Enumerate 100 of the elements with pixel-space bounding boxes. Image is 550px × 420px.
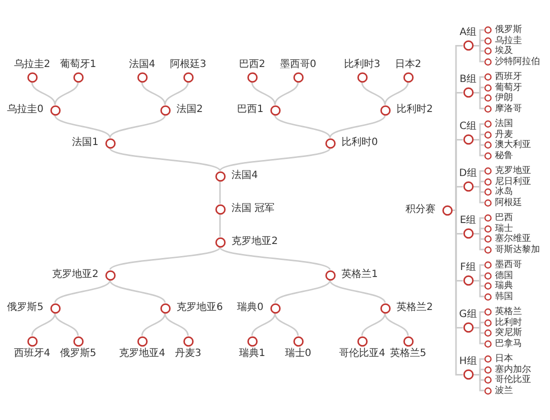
branch-line: [164, 313, 189, 336]
node-label: B组: [460, 75, 476, 86]
node-label: 墨西哥: [495, 260, 522, 270]
node-label: 法国4: [232, 171, 258, 181]
branch-line: [329, 280, 386, 304]
node-label: 西班牙4: [14, 348, 50, 358]
branch-line: [251, 82, 276, 105]
node-label: 法国 冠军: [232, 204, 275, 214]
branch-line: [473, 45, 484, 62]
node-label: 法国: [495, 119, 513, 129]
branch-line: [274, 114, 331, 138]
node-label: 沙特阿拉伯: [495, 56, 540, 66]
node-label: E组: [460, 216, 476, 226]
branch-line: [473, 327, 484, 344]
node-label: 哥伦比亚4: [338, 348, 386, 358]
branch-line: [141, 313, 166, 336]
branch-line: [109, 246, 221, 270]
branch-line: [361, 313, 386, 336]
node-label: 塞尔维亚: [495, 234, 531, 244]
node-label: 英格兰2: [396, 303, 433, 313]
branch-line: [274, 313, 299, 336]
node-label: 丹麦: [495, 130, 513, 140]
node-label: 波兰: [495, 386, 513, 396]
node-label: 突尼斯: [495, 328, 522, 338]
node-label: 西班牙: [495, 72, 522, 82]
node-label: 丹麦3: [174, 348, 202, 358]
branch-line: [219, 214, 221, 237]
node-label: 巴西2: [238, 60, 266, 70]
branch-line: [54, 114, 111, 138]
node-label: 比利时: [495, 318, 522, 328]
node-label: 克罗地亚: [495, 166, 531, 176]
node-label: 克罗地亚4: [118, 348, 166, 358]
node-label: D组: [459, 169, 477, 180]
node-label: 俄罗斯5: [60, 348, 96, 358]
node-label: 瑞典1: [238, 348, 266, 358]
node-label: 乌拉圭: [495, 36, 522, 46]
node-label: 英格兰5: [390, 348, 426, 358]
node-label: A组: [460, 28, 476, 38]
branch-line: [109, 114, 166, 138]
node-label: 德国: [495, 270, 513, 280]
branch-line: [473, 139, 484, 156]
node-label: H组: [459, 357, 477, 368]
node-label: G组: [459, 310, 477, 320]
node-label: F组: [460, 263, 476, 274]
branch-line: [219, 246, 331, 270]
node-label: 阿根廷3: [170, 60, 206, 70]
branch-line: [54, 280, 111, 304]
branch-line: [109, 280, 166, 304]
node-label: 比利时0: [342, 138, 378, 148]
node-label: 葡萄牙: [495, 82, 522, 92]
node-label: 瑞士: [495, 224, 513, 234]
node-label: 瑞典0: [237, 303, 264, 313]
branch-line: [329, 114, 386, 138]
node-label: 日本2: [394, 60, 422, 70]
branch-line: [274, 82, 299, 105]
branch-line: [473, 186, 484, 204]
node-label: 韩国: [495, 292, 513, 302]
node-label: 瑞士0: [284, 348, 312, 358]
branch-line: [473, 233, 484, 250]
node-label: 克罗地亚2: [52, 270, 98, 280]
branch-line: [31, 82, 56, 105]
node-label: 克罗地亚6: [176, 303, 223, 313]
node-label: 日本: [495, 354, 513, 364]
node-label: 冰岛: [495, 187, 513, 197]
branch-line: [141, 82, 166, 105]
branch-line: [31, 313, 56, 336]
node-label: 克罗地亚2: [232, 237, 278, 247]
branch-line: [164, 82, 189, 105]
node-label: 伊朗: [495, 93, 513, 103]
node-label: 摩洛哥: [495, 104, 522, 114]
branch-line: [473, 374, 484, 392]
node-label: 澳大利亚: [495, 140, 531, 150]
branch-line: [384, 313, 409, 336]
node-label: 乌拉圭0: [7, 105, 44, 115]
node-label: 塞内加尔: [495, 364, 531, 374]
branch-line: [473, 280, 484, 298]
branch-line: [54, 82, 79, 105]
branch-line: [384, 82, 409, 105]
node-label: 阿根廷: [495, 198, 522, 208]
node-label: 俄罗斯5: [7, 303, 44, 313]
branch-line: [251, 313, 276, 336]
node-label: 哥斯达黎加: [495, 244, 540, 254]
branch-line: [54, 313, 79, 336]
node-label: 俄罗斯: [495, 25, 522, 35]
node-label: 英格兰1: [342, 270, 378, 280]
node-label: 法国1: [72, 138, 98, 148]
branch-line: [219, 181, 221, 204]
node-label: 比利时3: [344, 60, 380, 70]
node-label: 法国2: [176, 105, 203, 115]
branch-line: [473, 92, 484, 110]
node-label: 埃及: [495, 46, 513, 56]
branch-line: [274, 280, 331, 304]
node-label: C组: [460, 122, 476, 132]
node-label: 巴西: [495, 213, 513, 223]
node-label: 乌拉圭2: [14, 60, 50, 70]
branch-line: [109, 148, 221, 172]
node-label: 英格兰: [495, 307, 522, 317]
branch-line: [361, 82, 386, 105]
node-label: 哥伦比亚: [495, 375, 531, 385]
branch-line: [219, 148, 331, 172]
